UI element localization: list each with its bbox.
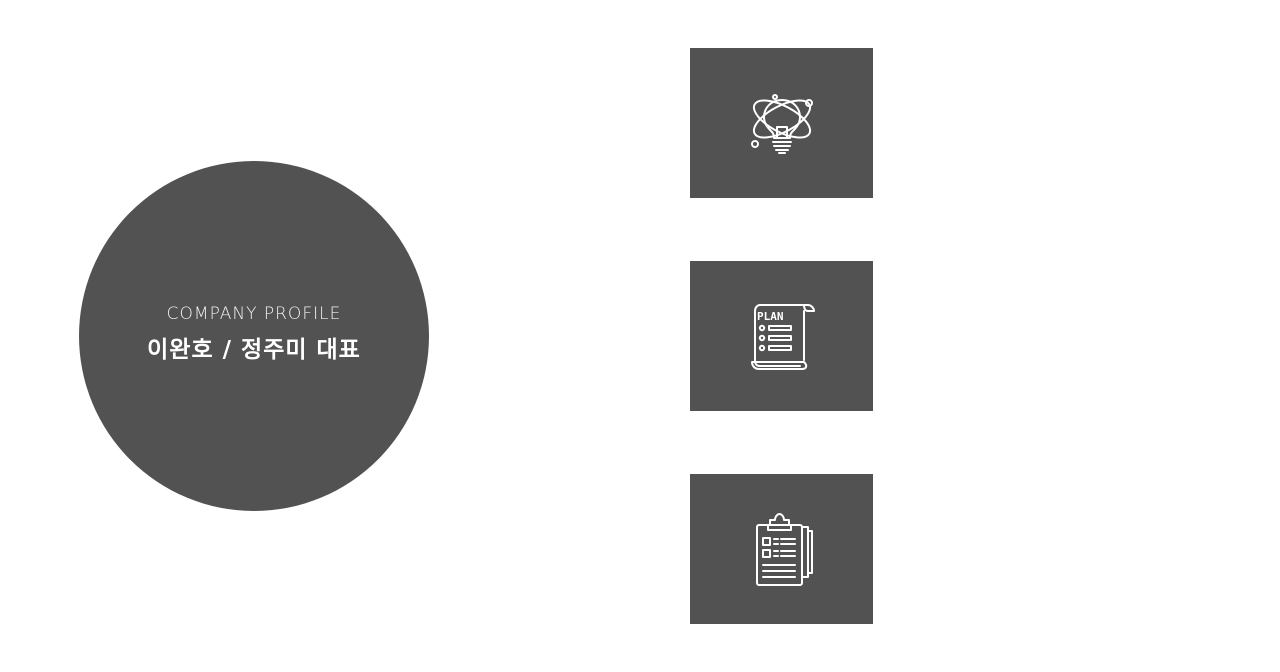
plan-label: PLAN [757, 310, 784, 323]
clipboard-checklist-icon [755, 513, 813, 586]
checklist-tile [690, 474, 873, 624]
plan-tile: PLAN [690, 261, 873, 411]
ceo-names: 이완호 / 정주미 대표 [147, 337, 361, 363]
profile-label: COMPANY PROFILE [166, 304, 342, 324]
profile-circle: COMPANY PROFILE 이완호 / 정주미 대표 [79, 161, 429, 511]
plan-scroll-icon: PLAN [750, 304, 815, 370]
lightbulb-atom-icon [750, 94, 813, 154]
idea-tile [690, 48, 873, 198]
